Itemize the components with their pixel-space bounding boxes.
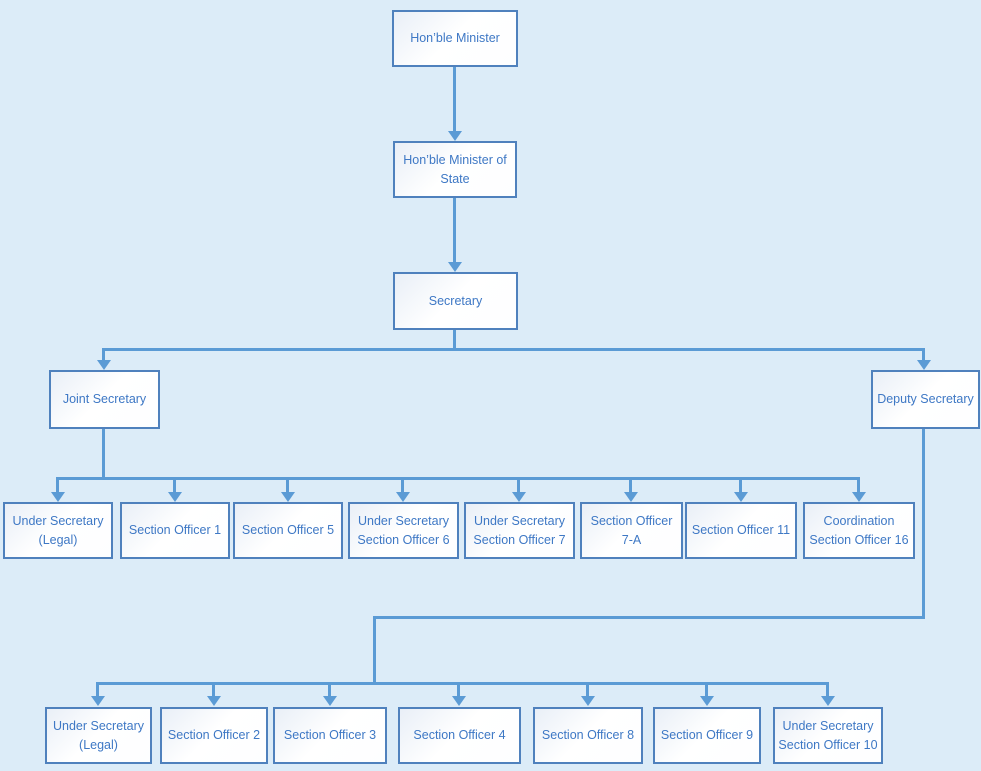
arrowhead-down-icon	[323, 696, 337, 706]
arrowhead-down-icon	[852, 492, 866, 502]
org-node-label: Section Officer 2	[167, 728, 261, 743]
connector-report-drop	[96, 685, 99, 697]
org-node-label: Section Officer 9	[660, 728, 754, 743]
org-node-section-officer-5: Section Officer 5	[233, 502, 343, 559]
connector-deputy-elbow-horizontal	[373, 616, 925, 619]
org-node-section-officer-9: Section Officer 9	[653, 707, 761, 764]
org-node-section-officer-1: Section Officer 1	[120, 502, 230, 559]
org-node-under-secretary-section-officer-10: Under Secretary Section Officer 10	[773, 707, 883, 764]
connector-report-drop	[173, 480, 176, 493]
arrowhead-down-icon	[281, 492, 295, 502]
connector-report-drop	[328, 685, 331, 697]
org-node-section-officer-7a: Section Officer 7-A	[580, 502, 683, 559]
arrowhead-down-icon	[448, 262, 462, 272]
connector-state-to-secretary	[453, 198, 456, 263]
org-node-label: Section Officer 8	[541, 728, 635, 743]
connector-to-deputy-secretary	[922, 350, 925, 362]
org-node-under-secretary-legal-1: Under Secretary (Legal)	[3, 502, 113, 559]
connector-report-drop	[629, 480, 632, 493]
org-node-label: Section Officer 3	[283, 728, 377, 743]
org-node-label: Coordination Section Officer 16	[809, 513, 909, 547]
arrowhead-down-icon	[448, 131, 462, 141]
org-node-label: Under Secretary (Legal)	[52, 718, 144, 752]
connector-deputy-reports-bar	[96, 682, 829, 685]
org-node-label: Section Officer 5	[241, 523, 335, 538]
connector-report-drop	[286, 480, 289, 493]
org-node-label: Joint Secretary	[62, 392, 147, 407]
org-node-section-officer-4: Section Officer 4	[398, 707, 521, 764]
arrowhead-down-icon	[821, 696, 835, 706]
arrowhead-down-icon	[624, 492, 638, 502]
org-node-section-officer-2: Section Officer 2	[160, 707, 268, 764]
connector-report-drop	[457, 685, 460, 697]
connector-report-drop	[212, 685, 215, 697]
arrowhead-down-icon	[91, 696, 105, 706]
connector-report-drop	[586, 685, 589, 697]
org-node-label: Section Officer 4	[413, 728, 506, 743]
connector-report-drop	[705, 685, 708, 697]
connector-secretary-stem	[453, 330, 456, 351]
org-node-section-officer-3: Section Officer 3	[273, 707, 387, 764]
org-node-honble-minister-of-state: Hon’ble Minister of State	[393, 141, 517, 198]
org-node-section-officer-8: Section Officer 8	[533, 707, 643, 764]
org-node-deputy-secretary: Deputy Secretary	[871, 370, 980, 429]
connector-report-drop	[739, 480, 742, 493]
connector-joint-reports-bar	[56, 477, 860, 480]
org-node-honble-minister: Hon’ble Minister	[392, 10, 518, 67]
arrowhead-down-icon	[97, 360, 111, 370]
org-node-label: Under Secretary Section Officer 6	[357, 513, 450, 547]
connector-minister-to-state	[453, 67, 456, 132]
arrowhead-down-icon	[917, 360, 931, 370]
org-node-label: Under Secretary (Legal)	[12, 513, 104, 547]
org-node-under-secretary-legal-2: Under Secretary (Legal)	[45, 707, 152, 764]
arrowhead-down-icon	[512, 492, 526, 502]
connector-deputy-elbow-vertical	[373, 616, 376, 685]
arrowhead-down-icon	[51, 492, 65, 502]
arrowhead-down-icon	[168, 492, 182, 502]
org-node-under-secretary-section-officer-6: Under Secretary Section Officer 6	[348, 502, 459, 559]
org-node-label: Section Officer 11	[691, 523, 791, 538]
arrowhead-down-icon	[396, 492, 410, 502]
org-node-label: Secretary	[428, 293, 483, 308]
connector-deputy-secretary-stem	[922, 429, 925, 619]
org-node-label: Section Officer 1	[128, 523, 222, 538]
org-node-joint-secretary: Joint Secretary	[49, 370, 160, 429]
connector-report-drop	[517, 480, 520, 493]
connector-report-drop	[857, 480, 860, 493]
arrowhead-down-icon	[207, 696, 221, 706]
org-node-coordination-section-officer-16: Coordination Section Officer 16	[803, 502, 915, 559]
org-node-label: Under Secretary Section Officer 7	[473, 513, 566, 547]
connector-joint-secretary-stem	[102, 429, 105, 480]
connector-branch-bar	[102, 348, 925, 351]
org-node-under-secretary-section-officer-7: Under Secretary Section Officer 7	[464, 502, 575, 559]
connector-to-joint-secretary	[102, 350, 105, 362]
connector-report-drop	[56, 480, 59, 493]
connector-report-drop	[401, 480, 404, 493]
org-node-secretary: Secretary	[393, 272, 518, 330]
connector-report-drop	[826, 685, 829, 697]
arrowhead-down-icon	[581, 696, 595, 706]
org-node-label: Section Officer 7-A	[590, 513, 673, 547]
org-node-label: Deputy Secretary	[877, 392, 974, 407]
org-node-label: Under Secretary Section Officer 10	[778, 718, 878, 752]
org-node-section-officer-11: Section Officer 11	[685, 502, 797, 559]
arrowhead-down-icon	[700, 696, 714, 706]
org-node-label: Hon’ble Minister of State	[403, 152, 507, 186]
arrowhead-down-icon	[734, 492, 748, 502]
arrowhead-down-icon	[452, 696, 466, 706]
org-node-label: Hon’ble Minister	[410, 31, 500, 46]
